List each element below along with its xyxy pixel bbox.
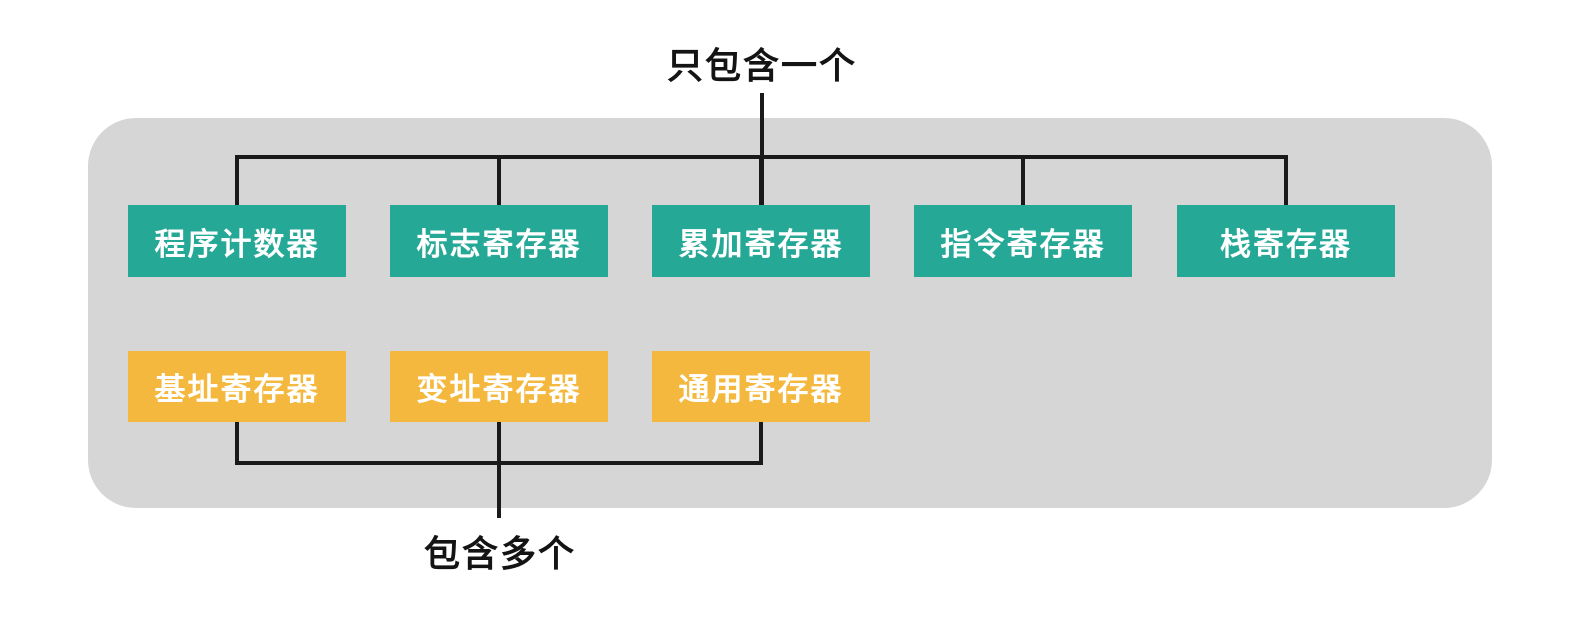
connector-stub-general-register: [759, 422, 763, 465]
connector-stub-flag-register: [497, 155, 501, 207]
box-general-register: 通用寄存器: [652, 351, 870, 422]
annotation-contains-one: 只包含一个: [666, 45, 858, 86]
connector-stub-base-register: [235, 422, 239, 465]
box-program-counter: 程序计数器: [128, 205, 346, 277]
box-flag-register: 标志寄存器: [390, 205, 608, 277]
connector-top-main-vertical: [760, 93, 764, 207]
connector-bottom-main-vertical: [497, 422, 501, 518]
annotation-contains-many: 包含多个: [423, 533, 577, 574]
box-index-register: 变址寄存器: [390, 351, 608, 422]
box-stack-register: 栈寄存器: [1177, 205, 1395, 277]
box-accumulator-register: 累加寄存器: [652, 205, 870, 277]
connector-stub-instruction-register: [1021, 155, 1025, 207]
connector-stub-stack-register: [1284, 155, 1288, 207]
register-group-container: [88, 118, 1492, 508]
box-base-register: 基址寄存器: [128, 351, 346, 422]
box-instruction-register: 指令寄存器: [914, 205, 1132, 277]
connector-stub-program-counter: [235, 155, 239, 207]
connector-stub-accumulator: [759, 155, 763, 207]
